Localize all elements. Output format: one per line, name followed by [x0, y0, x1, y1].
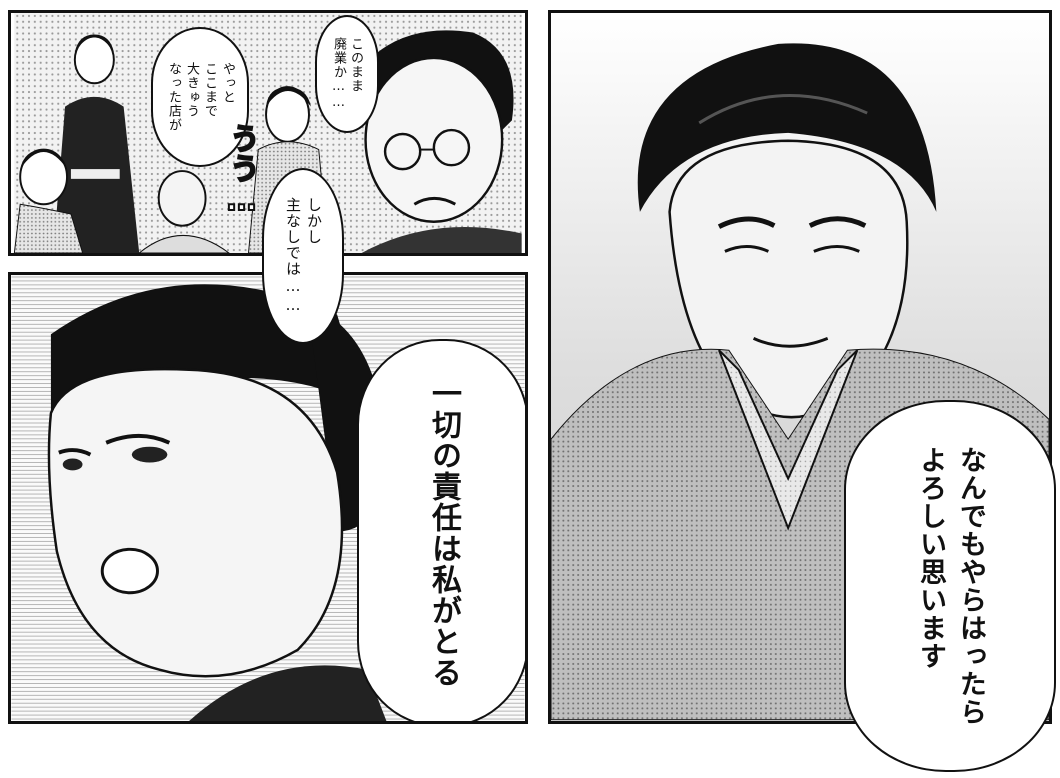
speech-text-reply: なんでもやらはったら よろしい思います	[915, 446, 986, 726]
groan-sound-effect: うう…	[223, 122, 260, 219]
speech-bubble-shop: やっと ここまで 大きゅう なった店が	[151, 27, 249, 167]
panel-bottom-left: 一切の責任は私がとる	[8, 272, 528, 724]
speech-text-responsibility: 一切の責任は私がとる	[426, 378, 461, 688]
glasses-man-figure	[346, 30, 522, 253]
speaking-woman-illustration	[11, 275, 525, 721]
speech-bubble-master: しかし 主なしでは……	[262, 168, 344, 344]
speech-text-shop: やっと ここまで 大きゅう なった店が	[166, 62, 235, 132]
speech-bubble-reply: なんでもやらはったら よろしい思います	[844, 400, 1056, 772]
speech-bubble-closing: このまま 廃業か……	[315, 15, 379, 133]
speech-text-closing: このまま 廃業か……	[331, 37, 363, 111]
crouching-person-figure	[13, 148, 84, 253]
bald-man-figure	[138, 170, 230, 253]
speech-bubble-responsibility: 一切の責任は私がとる	[357, 339, 525, 721]
speech-text-master: しかし 主なしでは……	[284, 197, 323, 315]
panel-top-left: このまま 廃業か…… やっと ここまで 大きゅう なった店が うう…	[8, 10, 528, 256]
standing-woman-figure	[53, 34, 140, 253]
